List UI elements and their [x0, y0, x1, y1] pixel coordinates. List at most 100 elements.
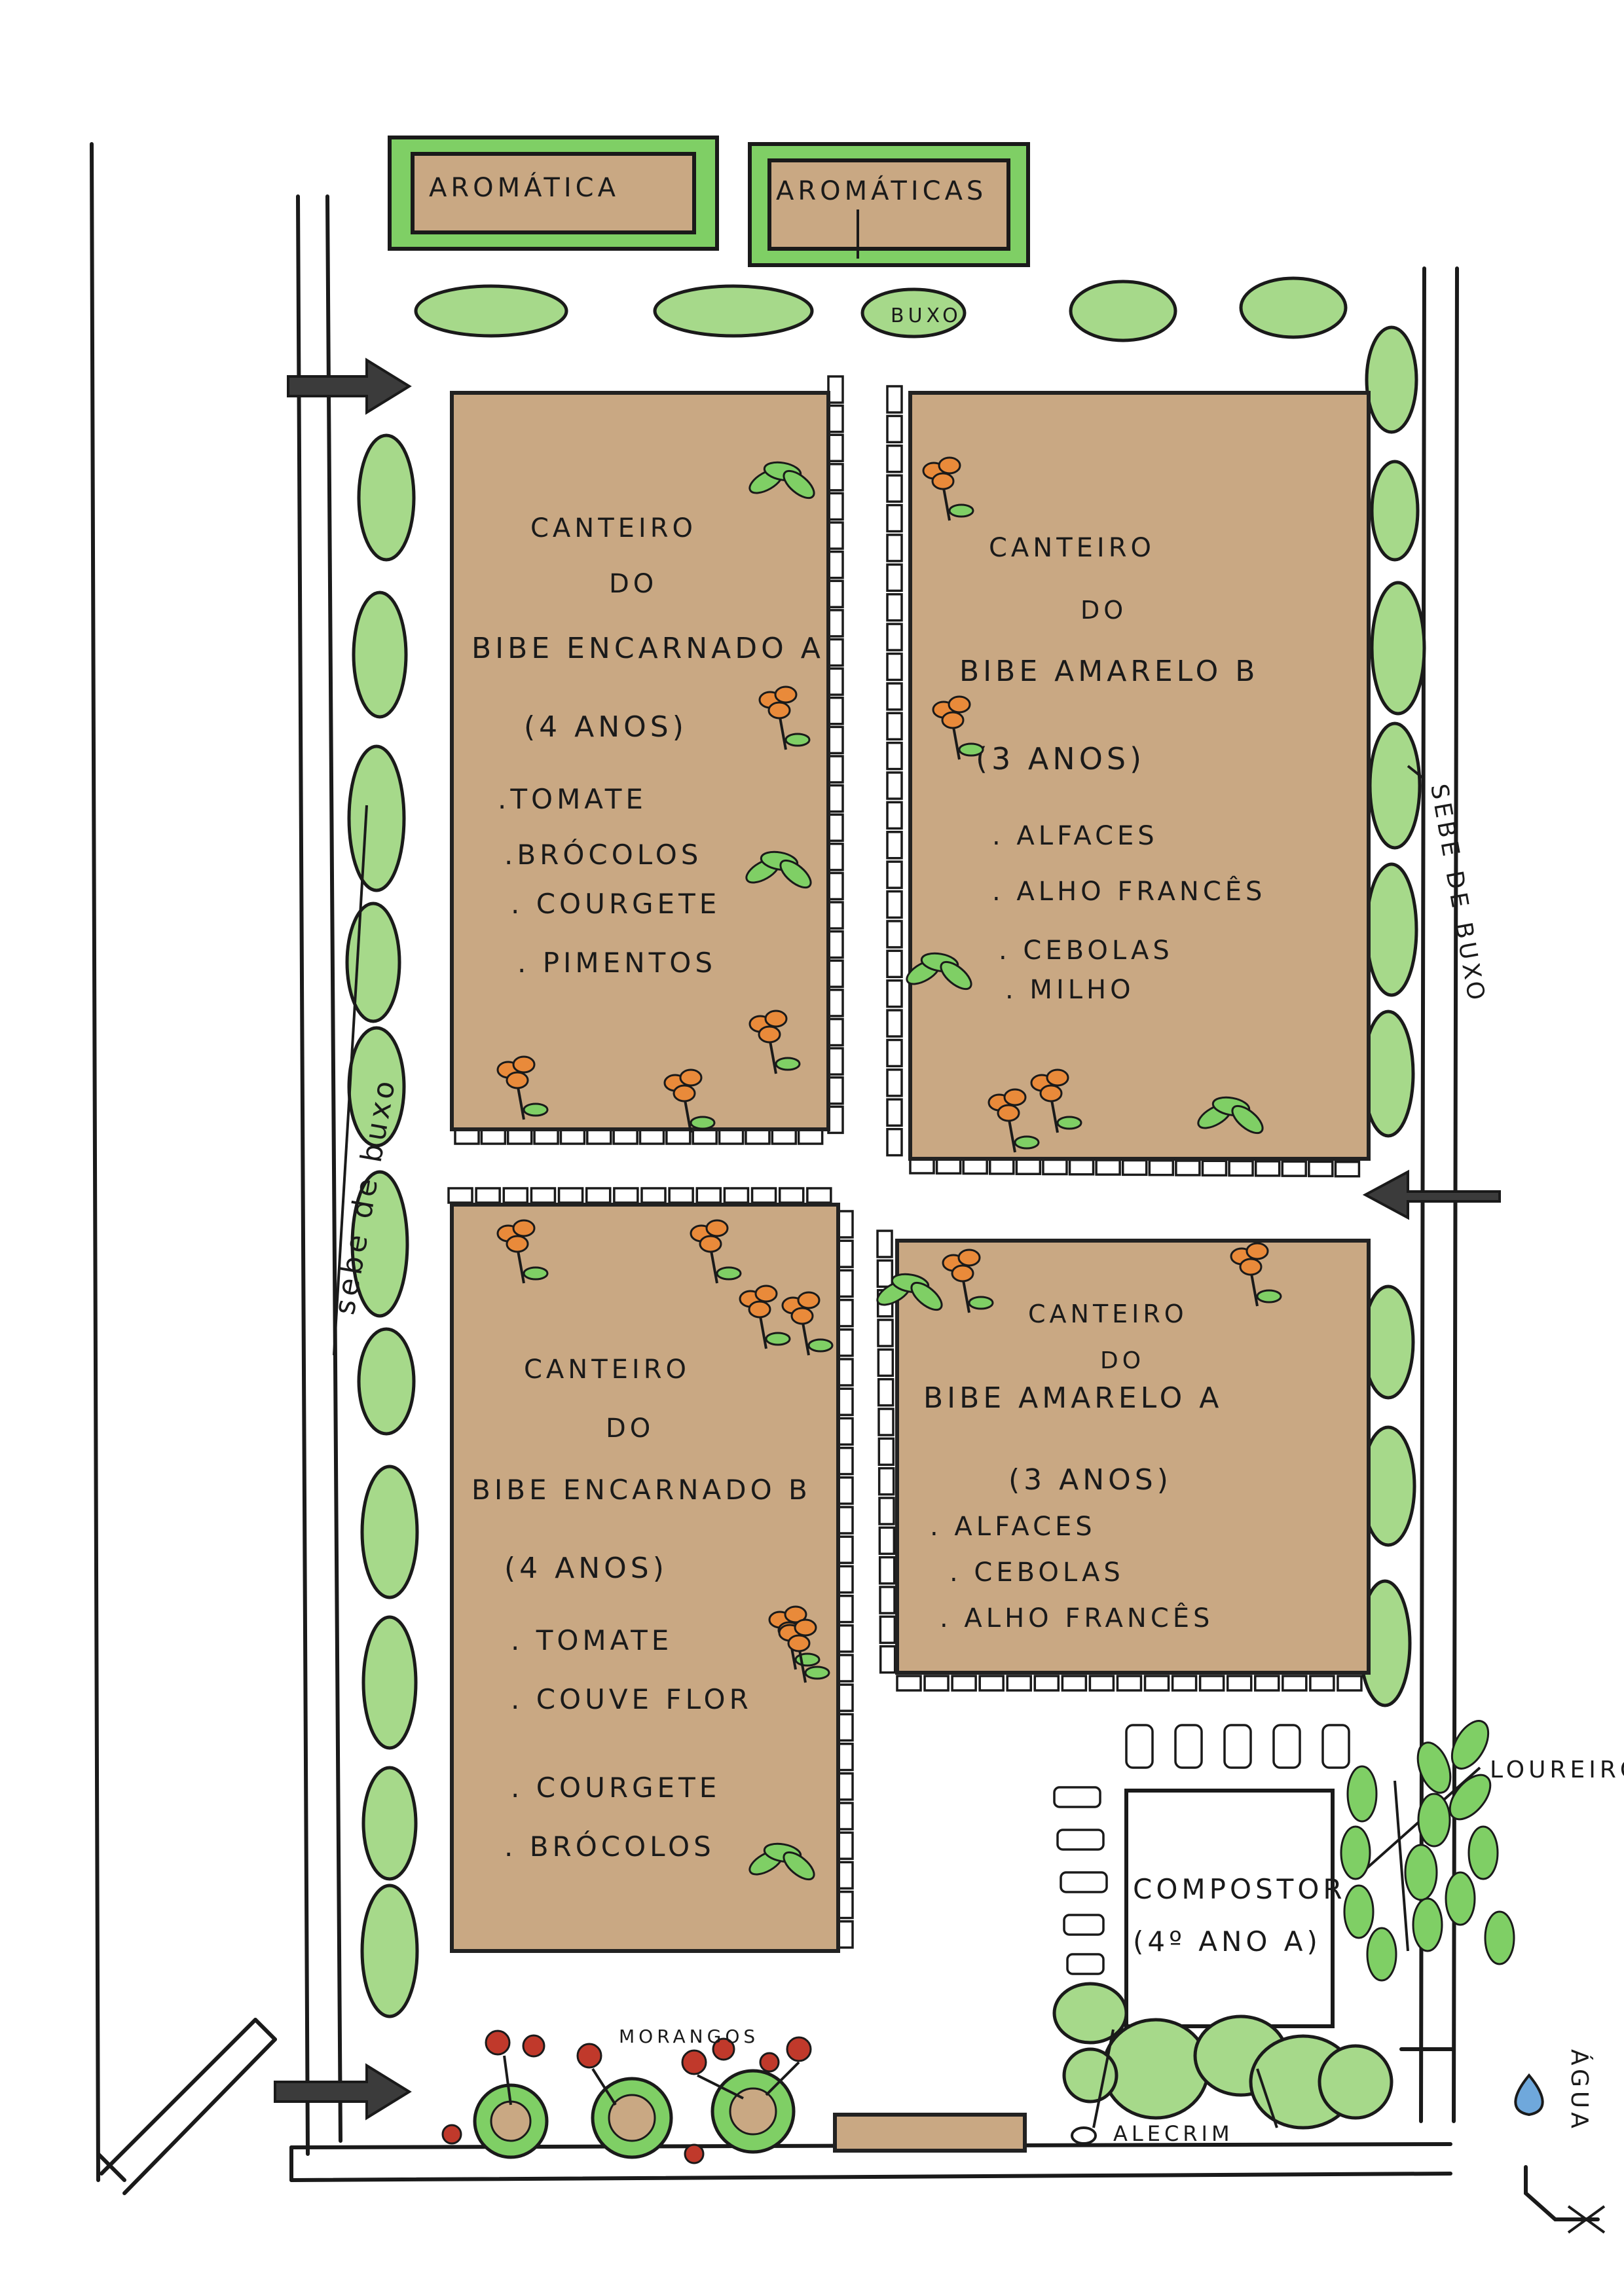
brick	[827, 404, 844, 433]
flower-icon	[1230, 1242, 1282, 1307]
brick	[886, 652, 903, 682]
brick	[1068, 1159, 1095, 1176]
crop-item: . ALFACES	[930, 1512, 1096, 1542]
bed-flowers	[496, 456, 1282, 1881]
brick	[1254, 1675, 1280, 1692]
brick	[827, 550, 844, 579]
brick	[530, 1187, 557, 1204]
bed-line-canteiro: CANTEIRO	[524, 1355, 690, 1385]
brick	[827, 521, 844, 550]
brick	[886, 592, 903, 622]
flower-icon	[663, 1068, 716, 1133]
crop-item: .BRÓCOLOS	[504, 838, 702, 871]
brick	[723, 1187, 750, 1204]
brick	[886, 414, 903, 444]
crop-item: . COURGETE	[511, 888, 720, 920]
brick	[827, 725, 844, 755]
brick	[1116, 1675, 1143, 1692]
brick	[806, 1187, 832, 1204]
brick	[886, 623, 903, 651]
brick	[837, 1210, 854, 1239]
brick	[1201, 1159, 1228, 1176]
aromatic-bed-right: AROMÁTICAS	[748, 142, 1030, 267]
brick	[1143, 1675, 1170, 1692]
bed-amarelo-a: CANTEIRO DO BIBE AMARELO A (3 ANOS) . AL…	[895, 1239, 1371, 1675]
brick	[837, 1713, 854, 1742]
brick	[837, 1772, 854, 1801]
flower-icon	[781, 1291, 834, 1356]
brick	[837, 1861, 854, 1890]
brick	[837, 1298, 854, 1328]
brick	[718, 1128, 745, 1145]
brick	[877, 1377, 895, 1407]
brick	[886, 890, 903, 919]
brick	[837, 1476, 854, 1505]
leaf-icon	[1197, 1096, 1264, 1135]
brick	[886, 682, 903, 711]
brick	[1033, 1675, 1060, 1692]
brick	[886, 474, 903, 503]
crop-item: . PIMENTOS	[517, 947, 716, 979]
brick	[1095, 1159, 1121, 1176]
brick	[1175, 1159, 1201, 1176]
brick	[1042, 1158, 1068, 1176]
brick	[837, 1565, 854, 1594]
brick	[827, 638, 844, 667]
buxo-label: BUXO	[891, 304, 962, 327]
brick	[827, 463, 844, 492]
leaf-icon	[748, 461, 815, 500]
bed-line-canteiro: CANTEIRO	[989, 533, 1155, 563]
crop-item: . ALFACES	[992, 821, 1158, 851]
bed-age: (4 ANOS)	[504, 1552, 668, 1585]
brick	[613, 1187, 639, 1204]
brick	[837, 1920, 854, 1949]
brick	[877, 1408, 895, 1436]
brick	[1226, 1675, 1253, 1692]
alecrim-bushes: ALECRIM	[1052, 1982, 1393, 2146]
brick	[886, 979, 903, 1008]
crop-item: . TOMATE	[511, 1624, 673, 1656]
bed-line-do: DO	[1100, 1347, 1145, 1374]
brick	[886, 801, 903, 830]
brick	[837, 1328, 854, 1357]
crop-item: . CEBOLAS	[999, 936, 1173, 966]
flower-icon	[922, 456, 974, 521]
brick	[827, 433, 844, 462]
bed-title: BIBE ENCARNADO B	[471, 1474, 811, 1506]
brick	[877, 1437, 895, 1467]
morangos-label: MORANGOS	[619, 2026, 759, 2047]
brick	[1254, 1160, 1281, 1177]
brick	[827, 784, 844, 813]
brick	[886, 1098, 903, 1127]
brick	[827, 843, 844, 871]
brick	[502, 1187, 529, 1204]
brick	[827, 375, 844, 404]
bed-title: BIBE ENCARNADO A	[471, 632, 824, 665]
leaf-icon	[876, 1273, 943, 1311]
bed-line-do: DO	[609, 569, 657, 599]
brick	[585, 1187, 612, 1204]
brick	[951, 1675, 977, 1692]
bed-line-canteiro: CANTEIRO	[530, 513, 697, 543]
aromatic-bed-left: AROMÁTICA	[388, 136, 719, 251]
brick	[837, 1535, 854, 1564]
brick	[837, 1624, 854, 1653]
bed-age: (3 ANOS)	[976, 741, 1145, 776]
brick	[837, 1890, 854, 1920]
brick	[1088, 1675, 1115, 1692]
brick	[877, 1467, 895, 1496]
bed-line-canteiro: CANTEIRO	[1028, 1300, 1188, 1328]
brick	[978, 1675, 1005, 1692]
flower-icon	[758, 685, 811, 750]
bed-encarnado-b: CANTEIRO DO BIBE ENCARNADO B (4 ANOS) . …	[450, 1203, 840, 1953]
crop-item: . ALHO FRANCÊS	[940, 1602, 1213, 1633]
compost-bin: COMPOSTOR (4º ANO A)	[1053, 1724, 1350, 2028]
crop-item: . ALHO FRANCÊS	[992, 875, 1266, 907]
left-hedge: sebe de buxo	[328, 433, 419, 2018]
brick	[454, 1128, 480, 1145]
brick	[886, 949, 903, 979]
flower-icon	[690, 1219, 742, 1284]
brick	[1337, 1675, 1363, 1692]
flower-icon	[739, 1285, 791, 1349]
brick	[876, 1230, 893, 1258]
